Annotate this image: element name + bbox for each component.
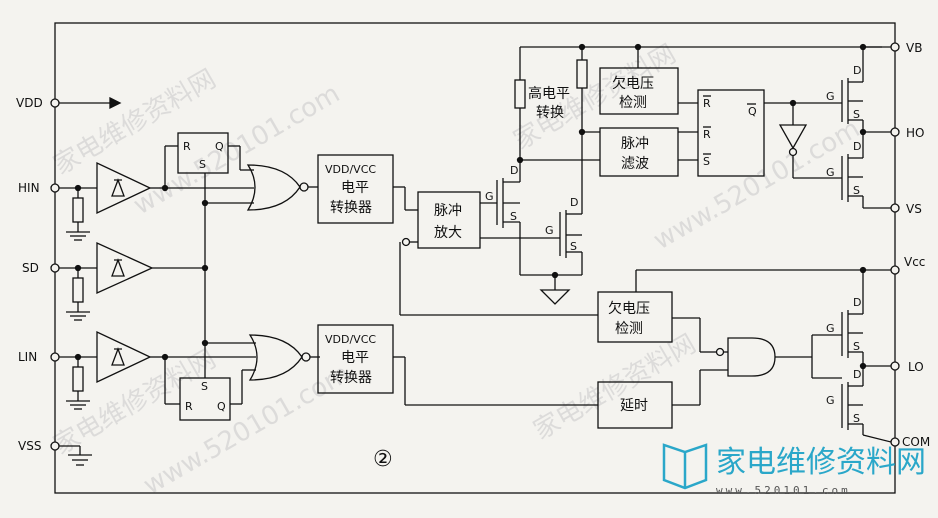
pin-vss: VSS [18,439,92,466]
svg-text:VDD/VCC: VDD/VCC [325,163,376,176]
nor-gate-hin [246,164,318,211]
watermark-url: www.520101.com [649,114,866,256]
pin-ho: HO [890,126,924,140]
latch-hin: R S Q [161,132,254,207]
svg-text:转换器: 转换器 [330,369,372,386]
svg-text:Q: Q [217,400,226,413]
mosfet-ho-low: G D S [826,132,864,208]
svg-text:延时: 延时 [620,398,648,414]
svg-text:VDD: VDD [16,96,43,110]
svg-text:G: G [826,322,835,335]
svg-text:脉冲: 脉冲 [434,203,462,219]
svg-text:D: D [853,368,861,381]
svg-text:S: S [703,155,710,168]
pin-lin: LIN [18,350,60,364]
mosfet-ho-high: G D S [826,47,864,132]
latch-lin: S R Q [161,339,256,421]
mosfet-lo-high: G D S [826,290,864,366]
pulse-filter: 脉冲 滤波 [599,127,698,177]
svg-text:S: S [199,158,206,171]
svg-text:D: D [853,296,861,309]
svg-text:Vcc: Vcc [904,255,925,269]
svg-text:D: D [570,196,578,209]
site-logo: 家电维修资料网 www.520101.com [662,443,926,497]
svg-text:SD: SD [22,261,39,275]
svg-text:放大: 放大 [434,225,462,241]
pin-hin: HIN [18,181,60,195]
svg-text:G: G [826,166,835,179]
svg-text:R: R [183,140,191,153]
logo-name: 家电维修资料网 [716,445,926,480]
svg-text:滤波: 滤波 [621,156,649,172]
pin-com: COM [862,434,930,449]
svg-text:Q: Q [748,105,757,118]
svg-text:VDD/VCC: VDD/VCC [325,333,376,346]
mosfet-shift-2: G D S [545,132,583,275]
mosfet-shift-1: G D S [485,160,521,275]
pin-vb: VB [890,41,922,55]
svg-text:电平: 电平 [341,350,369,366]
svg-text:COM: COM [902,435,930,449]
svg-text:电平: 电平 [341,180,369,196]
svg-text:Q: Q [215,140,224,153]
svg-text:D: D [853,64,861,77]
svg-text:脉冲: 脉冲 [621,136,649,152]
pin-sd: SD [22,261,60,275]
mosfet-lo-low: G D S [826,366,864,435]
rs-flip-flop: R R S Q [697,89,797,177]
input-buffer-sd [59,241,205,321]
nand-gate-lo [715,334,842,379]
uv-detect-hi: 欠电压 检测 [599,43,698,115]
svg-text:G: G [485,190,494,203]
pin-vcc: Vcc [635,255,925,292]
svg-text:R: R [703,128,711,141]
svg-text:VB: VB [906,41,922,55]
svg-text:LIN: LIN [18,350,37,364]
svg-text:S: S [853,340,860,353]
ho-driver-inverter [778,102,842,179]
svg-text:R: R [703,97,711,110]
svg-text:S: S [510,210,517,223]
shift-ground [520,271,582,305]
svg-text:欠电压: 欠电压 [612,76,654,92]
logo-url: www.520101.com [716,484,851,497]
high-level-shift-resistors: 高电平 转换 [514,43,882,164]
pin-vdd: VDD [16,96,122,110]
svg-text:S: S [853,184,860,197]
svg-text:检测: 检测 [619,95,647,111]
svg-text:G: G [826,90,835,103]
svg-text:S: S [853,108,860,121]
svg-text:欠电压: 欠电压 [608,301,650,317]
svg-text:D: D [510,164,518,177]
svg-text:S: S [201,380,208,393]
pin-vs: VS [890,202,922,216]
svg-text:D: D [853,140,861,153]
level-shifter-lo: VDD/VCC 电平 转换器 [317,324,598,406]
pin-lo: LO [859,360,924,374]
svg-text:G: G [545,224,554,237]
svg-text:高电平: 高电平 [528,85,570,102]
svg-text:转换器: 转换器 [330,199,372,216]
svg-text:S: S [853,412,860,425]
uv-detect-lo: 欠电压 检测 [597,291,716,353]
ic-outline [54,22,896,494]
figure-number: ② [373,447,393,472]
delay-block: 延时 [597,369,728,429]
nor-gate-lin [248,334,320,381]
svg-text:R: R [185,400,193,413]
pulse-amplifier: 脉冲 放大 [399,191,598,316]
svg-text:G: G [826,394,835,407]
svg-text:HIN: HIN [18,181,40,195]
svg-text:LO: LO [908,360,924,374]
svg-text:HO: HO [906,126,924,140]
level-shifter-hi: VDD/VCC 电平 转换器 [317,154,418,224]
svg-text:VS: VS [906,202,922,216]
input-buffer-lin [59,330,165,410]
svg-text:转换: 转换 [536,104,564,121]
svg-text:VSS: VSS [18,439,41,453]
svg-text:检测: 检测 [615,321,643,337]
svg-text:S: S [570,240,577,253]
